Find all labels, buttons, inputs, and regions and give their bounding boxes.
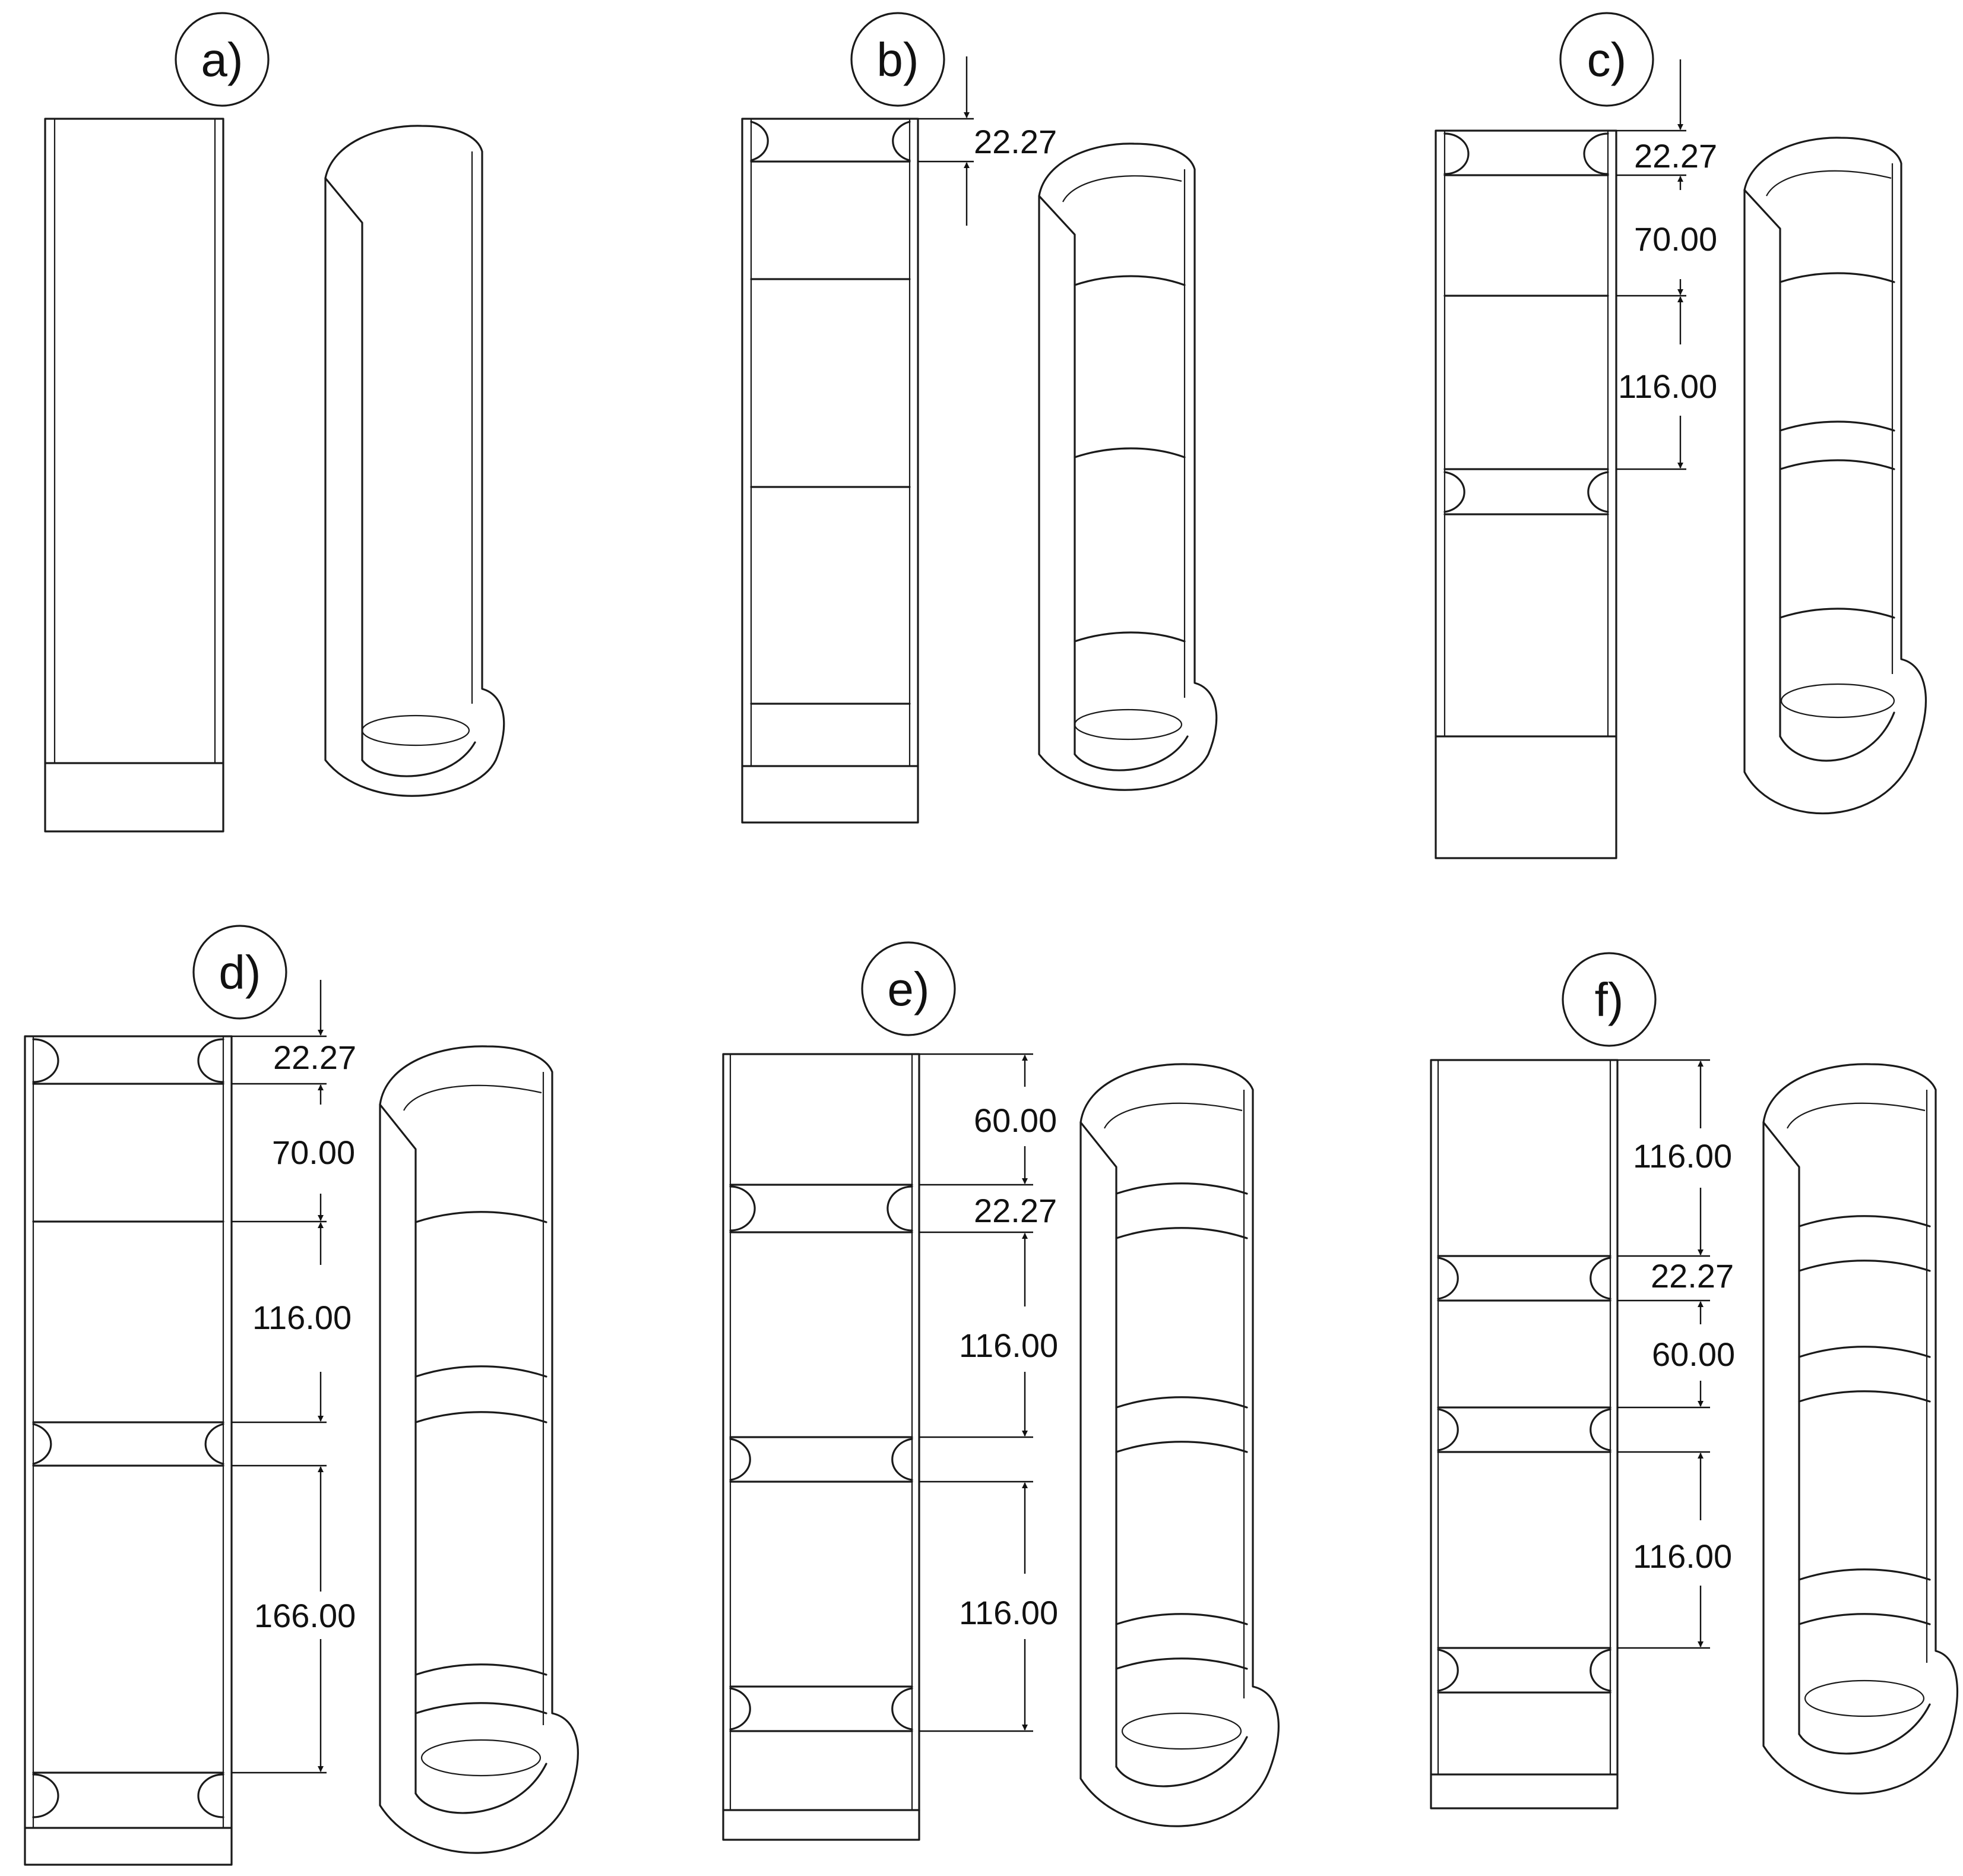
dimension-lines-e: 60.00 22.27 116.00 116.00	[919, 1053, 1058, 1732]
dimension-lines-f: 116.00 22.27 60.00 116.00	[1617, 1059, 1735, 1649]
panel-label-d: d)	[192, 925, 287, 1020]
panel-label-a: a)	[175, 12, 270, 107]
panel-label-text: b)	[876, 33, 919, 86]
front-view-d	[24, 1035, 233, 1866]
front-view-a	[44, 118, 224, 833]
dimension-line-b1: 22.27	[918, 56, 1057, 226]
panel-label-b: b)	[850, 12, 945, 107]
front-view-f	[1430, 1059, 1619, 1809]
dimension-lines-d: 22.27 70.00 116.00 166.00	[232, 980, 356, 1774]
dimension-label: 22.27	[273, 1039, 356, 1076]
front-view-e	[722, 1053, 920, 1841]
panel-label-f: f)	[1562, 952, 1657, 1047]
dimension-label: 116.00	[1633, 1137, 1732, 1175]
dimension-label: 70.00	[272, 1134, 355, 1171]
dimension-label: 22.27	[1634, 137, 1717, 175]
panel-a: a)	[44, 12, 505, 833]
panel-d: d)	[24, 925, 579, 1866]
isometric-view-d	[379, 1045, 579, 1854]
dimension-label: 166.00	[254, 1597, 356, 1634]
panel-label-c: c)	[1559, 12, 1654, 107]
panel-label-text: e)	[887, 963, 929, 1015]
dimension-label: 22.27	[1651, 1257, 1734, 1295]
panel-b: b) 22.27	[741, 12, 1218, 824]
front-view-b	[741, 118, 919, 824]
isometric-view-a	[324, 125, 505, 797]
dimension-label: 22.27	[974, 1192, 1057, 1229]
dimension-label: 116.00	[1633, 1538, 1732, 1575]
isometric-view-f	[1762, 1063, 1959, 1795]
dimension-lines-c: 22.27 70.00 116.00	[1616, 59, 1717, 470]
panel-label-text: f)	[1595, 973, 1624, 1026]
dimension-label: 116.00	[252, 1299, 352, 1336]
dimension-label: 116.00	[1618, 368, 1717, 405]
panel-e: e)	[722, 941, 1280, 1841]
panel-c: c) 22.27 70.00	[1435, 12, 1927, 859]
panel-label-text: d)	[219, 946, 261, 999]
isometric-view-c	[1743, 137, 1927, 815]
dimension-label: 22.27	[974, 123, 1057, 160]
dimension-label: 116.00	[959, 1327, 1058, 1364]
dimension-label: 116.00	[959, 1594, 1058, 1631]
dimension-label: 60.00	[974, 1102, 1057, 1139]
panel-f: f)	[1430, 952, 1959, 1809]
isometric-view-e	[1079, 1063, 1280, 1827]
isometric-view-b	[1038, 143, 1218, 791]
front-view-c	[1435, 129, 1617, 859]
panel-label-text: a)	[201, 33, 243, 86]
panel-label-text: c)	[1587, 33, 1627, 86]
dimension-label: 60.00	[1652, 1336, 1735, 1373]
dimension-label: 70.00	[1634, 220, 1717, 258]
panel-label-e: e)	[861, 941, 956, 1036]
